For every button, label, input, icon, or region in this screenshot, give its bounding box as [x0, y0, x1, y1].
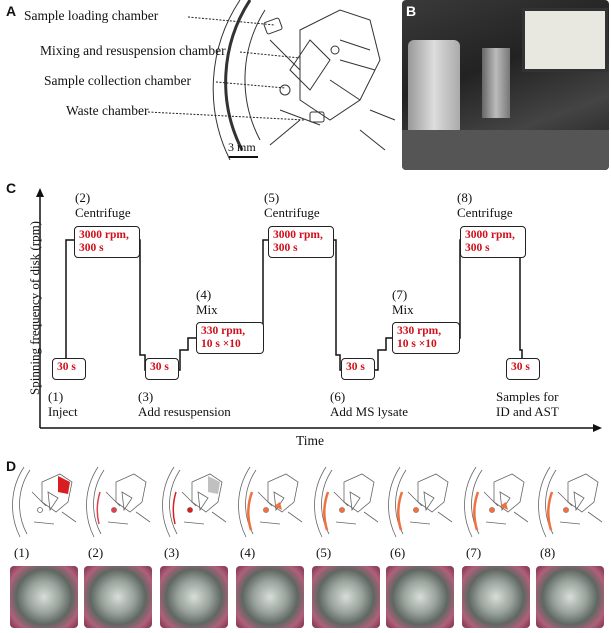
- motor-assembly: [482, 48, 510, 118]
- chamber-highlight-6: [397, 491, 419, 531]
- label-sample-loading-chamber: Sample loading chamber: [24, 8, 159, 23]
- rpm-timeline-chart: [36, 188, 602, 432]
- step7-name: Mix: [392, 302, 414, 317]
- step8-num: (8): [457, 190, 473, 205]
- chamber-highlight-3: [172, 476, 220, 525]
- box-step5: 3000 rpm, 300 s: [268, 226, 334, 258]
- box-step4-line2: 10 s ×10: [201, 338, 241, 350]
- box-step4: 330 rpm, 10 s ×10: [196, 322, 264, 354]
- stage-label-5: (5): [316, 545, 332, 560]
- chamber-highlight-2: [96, 491, 117, 525]
- panel-label-b: B: [406, 3, 417, 19]
- disk-schematic-5: [314, 466, 379, 538]
- box-step4-line1: 330 rpm,: [201, 325, 246, 337]
- disk-schematic-6: [388, 466, 453, 538]
- stage-label-2: (2): [88, 545, 104, 560]
- chamber-highlight-1: [58, 476, 70, 494]
- label-waste-chamber: Waste chamber: [66, 103, 149, 118]
- box-step7-line1: 330 rpm,: [397, 325, 442, 337]
- stage-label-3: (3): [164, 545, 180, 560]
- disk-photo-6: [386, 566, 454, 628]
- step5-name: Centrifuge: [264, 205, 320, 220]
- box-step5-line1: 3000 rpm,: [273, 229, 323, 241]
- disk-photo-1: [10, 566, 78, 628]
- box-step5-line2: 300 s: [273, 242, 298, 254]
- box-step8-line1: 3000 rpm,: [465, 229, 515, 241]
- disk-schematic-7: [464, 466, 529, 538]
- label-sample-collection-chamber: Sample collection chamber: [44, 73, 191, 88]
- stage-label-1: (1): [14, 545, 30, 560]
- step3-num: (3): [138, 389, 154, 404]
- microfluidic-disk-diagram: [212, 0, 396, 161]
- disk-photo-7: [462, 566, 530, 628]
- disk-schematic-1: [12, 466, 77, 538]
- base-plate: [402, 130, 609, 170]
- step7-num: (7): [392, 287, 408, 302]
- box-final: 30 s: [506, 358, 540, 380]
- disk-schematic-4: [238, 466, 303, 538]
- box-step2-line1: 3000 rpm,: [79, 229, 129, 241]
- step2-name: Centrifuge: [75, 205, 131, 220]
- step6-num: (6): [330, 389, 346, 404]
- disk-photo-5: [312, 566, 380, 628]
- step1-name: Inject: [48, 404, 78, 419]
- centrifuge-cylinder: [408, 40, 460, 135]
- chamber-highlight-4: [247, 491, 282, 531]
- step4-num: (4): [196, 287, 212, 302]
- box-step2: 3000 rpm, 300 s: [74, 226, 140, 258]
- box-step1: 30 s: [52, 358, 86, 380]
- box-step2-line2: 300 s: [79, 242, 104, 254]
- disk-photo-2: [84, 566, 152, 628]
- step3-name: Add resuspension: [138, 404, 231, 419]
- stage-label-6: (6): [390, 545, 406, 560]
- disk-schematic-3: [162, 466, 227, 538]
- final-name-line2: ID and AST: [496, 404, 559, 419]
- step4-name: Mix: [196, 302, 218, 317]
- stage-label-7: (7): [466, 545, 482, 560]
- final-name-line1: Samples for: [496, 389, 559, 404]
- panel-a-leader-lines: [147, 16, 306, 158]
- chamber-highlight-7: [473, 491, 508, 531]
- y-axis-label: Spinning frequency of disk (rpm): [27, 220, 42, 396]
- box-step7-line2: 10 s ×10: [397, 338, 437, 350]
- box-step7: 330 rpm, 10 s ×10: [392, 322, 460, 354]
- step8-name: Centrifuge: [457, 205, 513, 220]
- step1-num: (1): [48, 389, 64, 404]
- step6-name: Add MS lysate: [330, 404, 408, 419]
- disk-photo-4: [236, 566, 304, 628]
- laptop-screen: [522, 8, 608, 72]
- disk-photo-3: [160, 566, 228, 628]
- label-mixing-resuspension-chamber: Mixing and resuspension chamber: [40, 43, 226, 58]
- panel-label-a: A: [6, 3, 17, 19]
- panel-label-d: D: [6, 458, 17, 474]
- box-step3: 30 s: [145, 358, 179, 380]
- chamber-highlight-8: [547, 491, 569, 531]
- stage-label-4: (4): [240, 545, 256, 560]
- step5-num: (5): [264, 190, 280, 205]
- step2-num: (2): [75, 190, 91, 205]
- box-step8-line2: 300 s: [465, 242, 490, 254]
- disk-schematic-2: [86, 466, 151, 538]
- panel-label-c: C: [6, 180, 17, 196]
- disk-schematic-8: [538, 466, 603, 538]
- box-step8: 3000 rpm, 300 s: [460, 226, 526, 258]
- stage-label-8: (8): [540, 545, 556, 560]
- box-step6: 30 s: [341, 358, 375, 380]
- scale-bar-label: 3 mm: [228, 140, 256, 154]
- disk-photo-8: [536, 566, 604, 628]
- instrument-photo: [402, 0, 609, 170]
- x-axis-label: Time: [296, 433, 325, 448]
- chamber-highlight-5: [323, 491, 345, 531]
